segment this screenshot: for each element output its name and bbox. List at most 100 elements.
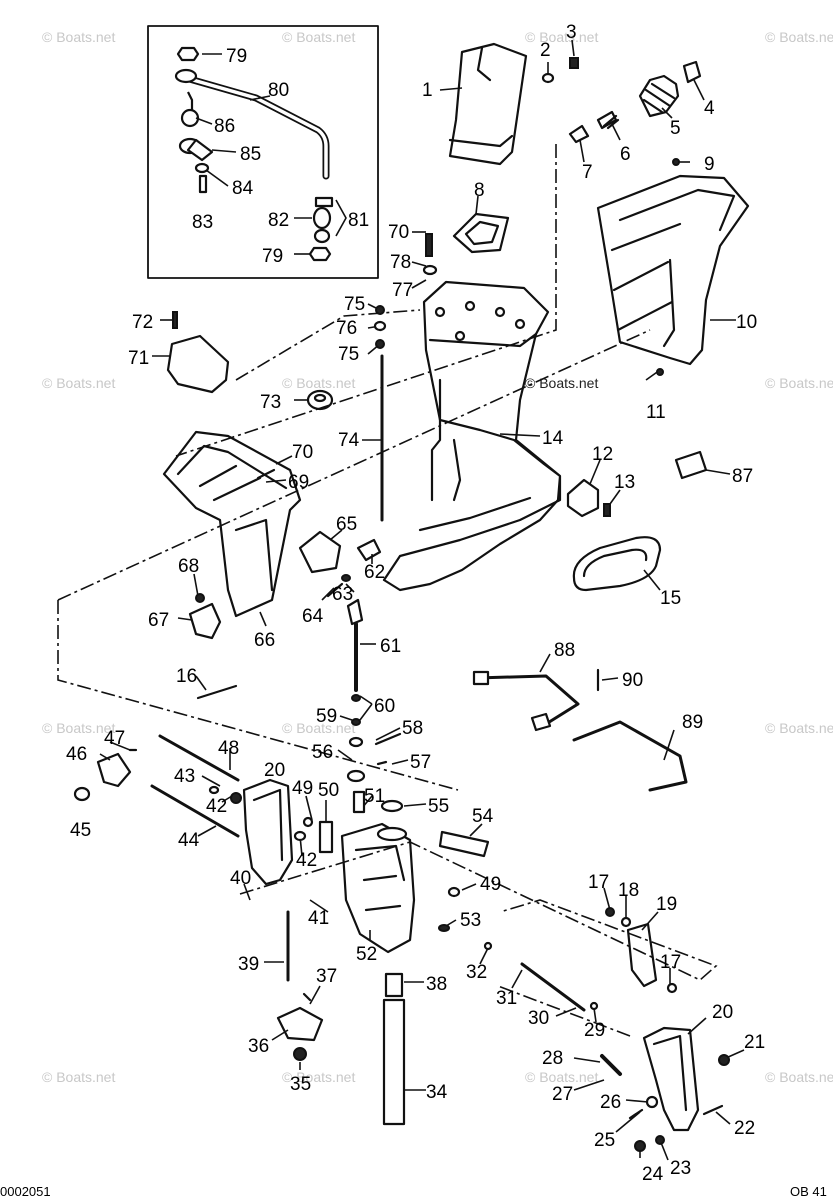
swivel-bracket xyxy=(340,822,416,954)
assembly-lines xyxy=(57,144,718,1037)
callout-73: 73 xyxy=(260,392,281,413)
callout-63: 63 xyxy=(332,584,353,605)
callout-36: 36 xyxy=(248,1036,269,1057)
callout-52: 52 xyxy=(356,944,377,965)
plate-54 xyxy=(438,830,490,858)
callout-17a: 17 xyxy=(588,872,609,893)
callout-38: 38 xyxy=(426,974,447,995)
callout-40: 40 xyxy=(230,868,251,889)
callout-21: 21 xyxy=(744,1032,765,1053)
callout-29: 29 xyxy=(584,1020,605,1041)
callout-60: 60 xyxy=(374,696,395,717)
callout-70b: 70 xyxy=(388,222,409,243)
callout-62: 62 xyxy=(364,562,385,583)
callout-47: 47 xyxy=(104,728,125,749)
watermark: © Boats.net xyxy=(282,1069,355,1085)
grommet-assembly xyxy=(568,60,702,144)
watermark-dark: © Boats.net xyxy=(525,375,598,391)
callout-82: 82 xyxy=(268,210,289,231)
callout-48: 48 xyxy=(218,738,239,759)
callout-57: 57 xyxy=(410,752,431,773)
callout-46: 46 xyxy=(66,744,87,765)
callout-5: 5 xyxy=(670,118,681,139)
callout-89: 89 xyxy=(682,712,703,733)
callout-9: 9 xyxy=(704,154,715,175)
nut-35 xyxy=(293,1047,307,1061)
bracket-67 xyxy=(188,602,222,640)
clamp-bracket-left xyxy=(242,778,294,886)
callout-51: 51 xyxy=(364,786,385,807)
inset-shift-linkage xyxy=(147,25,379,279)
watermark: © Boats.net xyxy=(765,29,833,45)
callout-54: 54 xyxy=(472,806,494,827)
callout-85: 85 xyxy=(240,144,261,165)
callout-75a: 75 xyxy=(344,294,365,315)
sheet-code: OB 41 xyxy=(790,1184,827,1199)
small-hardware xyxy=(128,158,730,1152)
bracket-19 xyxy=(626,922,658,988)
callout-43: 43 xyxy=(174,766,195,787)
watermark: © Boats.net xyxy=(42,375,115,391)
callout-15: 15 xyxy=(660,588,681,609)
callout-79a: 79 xyxy=(226,46,247,67)
watermark: © Boats.net xyxy=(42,29,115,45)
callout-59: 59 xyxy=(316,706,337,727)
callout-20b: 20 xyxy=(712,1002,733,1023)
watermark: © Boats.net xyxy=(282,720,355,736)
callout-90: 90 xyxy=(622,670,643,691)
callout-49b: 49 xyxy=(480,874,501,895)
bracket-71 xyxy=(166,334,230,394)
callout-45: 45 xyxy=(70,820,91,841)
watermark: © Boats.net xyxy=(282,29,355,45)
callout-84: 84 xyxy=(232,178,254,199)
callout-74: 74 xyxy=(338,430,360,451)
callout-10: 10 xyxy=(736,312,757,333)
lower-cowl xyxy=(596,174,750,366)
callout-71: 71 xyxy=(128,348,149,369)
callout-39: 39 xyxy=(238,954,259,975)
callout-34: 34 xyxy=(426,1082,448,1103)
callout-26: 26 xyxy=(600,1092,621,1113)
callout-65: 65 xyxy=(336,514,357,535)
callout-44: 44 xyxy=(178,830,200,851)
callout-72: 72 xyxy=(132,312,153,333)
decal xyxy=(674,450,708,480)
callout-80: 80 xyxy=(268,80,289,101)
adapter-housing xyxy=(162,430,302,618)
callout-7: 7 xyxy=(582,162,593,183)
callout-32: 32 xyxy=(466,962,487,983)
knob-45 xyxy=(73,786,91,802)
clip-36 xyxy=(276,1006,324,1042)
callout-23: 23 xyxy=(670,1158,691,1179)
callout-86: 86 xyxy=(214,116,235,137)
tube-34 xyxy=(382,972,406,1126)
callout-6: 6 xyxy=(620,144,631,165)
watermark: © Boats.net xyxy=(525,29,598,45)
callout-20a: 20 xyxy=(264,760,285,781)
callout-14: 14 xyxy=(542,428,564,449)
rods xyxy=(150,734,622,1076)
callout-42b: 42 xyxy=(296,850,317,871)
shift-rod-61 xyxy=(346,598,364,692)
callout-67: 67 xyxy=(148,610,169,631)
linkage-88 xyxy=(472,670,580,732)
callout-61: 61 xyxy=(380,636,401,657)
callout-76: 76 xyxy=(336,318,357,339)
callout-83: 83 xyxy=(192,212,213,233)
callout-88: 88 xyxy=(554,640,575,661)
callout-28: 28 xyxy=(542,1048,563,1069)
handle-46 xyxy=(96,752,132,788)
callout-41: 41 xyxy=(308,908,329,929)
callout-77: 77 xyxy=(392,280,413,301)
callout-11: 11 xyxy=(646,402,666,423)
callout-labels: 1 2 3 4 5 6 7 8 9 10 11 12 13 14 15 16 1… xyxy=(66,22,765,1185)
watermark: © Boats.net xyxy=(525,1069,598,1085)
callout-58: 58 xyxy=(402,718,423,739)
callout-19: 19 xyxy=(656,894,677,915)
callout-78: 78 xyxy=(390,252,411,273)
callout-24: 24 xyxy=(642,1164,664,1185)
watermark: © Boats.net xyxy=(765,720,833,736)
watermarks: © Boats.net © Boats.net © Boats.net © Bo… xyxy=(42,29,833,1085)
callout-53: 53 xyxy=(460,910,481,931)
